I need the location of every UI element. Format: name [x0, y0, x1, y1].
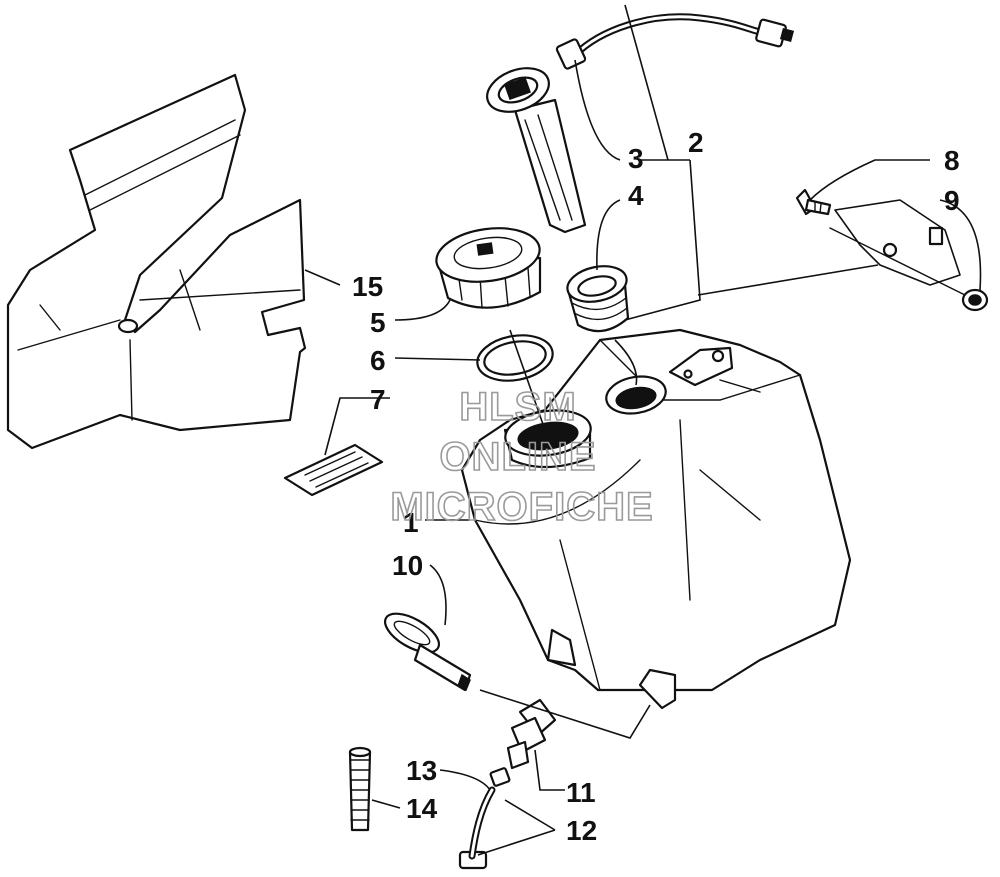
decal-part: [283, 443, 384, 497]
callout-12: 12: [566, 815, 597, 846]
fuel-tank-part: [460, 328, 852, 710]
watermark: HLSM ONLINE MICROFICHE: [390, 384, 654, 530]
hose-part: [468, 786, 496, 860]
callout-9: 9: [944, 185, 960, 216]
callout-1: 1: [403, 507, 419, 538]
gasket-part: [476, 334, 554, 382]
callout-6: 6: [370, 345, 386, 376]
callout-14: 14: [406, 793, 438, 824]
grommet-part: [566, 265, 630, 333]
fuel-sender-part: [486, 67, 587, 234]
fuel-sender-wire-part: [555, 13, 795, 70]
watermark-line-3: MICROFICHE: [390, 485, 653, 529]
bracket-part: [829, 199, 976, 301]
callout-8: 8: [944, 145, 960, 176]
callout-4: 4: [628, 180, 644, 211]
callout-2: 2: [688, 127, 704, 158]
callout-10: 10: [392, 550, 423, 581]
callout-labels: 1 2 3 4 5 6 7 8 9 10 11 12 13 14 15: [352, 127, 960, 846]
clamp-part: [458, 767, 511, 870]
vent-tube-part: [348, 746, 372, 832]
callout-11: 11: [566, 777, 596, 808]
callout-15: 15: [352, 271, 383, 302]
strap-part: [383, 612, 472, 692]
bolt-part: [795, 188, 832, 216]
nut-part: [961, 288, 989, 312]
heat-shield-part: [6, 73, 307, 450]
fuel-cap-part: [435, 227, 542, 309]
callout-5: 5: [370, 307, 386, 338]
fitting-part: [506, 698, 557, 770]
leader-lines: [304, 4, 982, 856]
watermark-line-2: ONLINE: [439, 435, 596, 479]
callout-13: 13: [406, 755, 437, 786]
callout-3: 3: [628, 143, 644, 174]
callout-7: 7: [370, 384, 386, 415]
watermark-line-1: HLSM: [459, 385, 576, 429]
